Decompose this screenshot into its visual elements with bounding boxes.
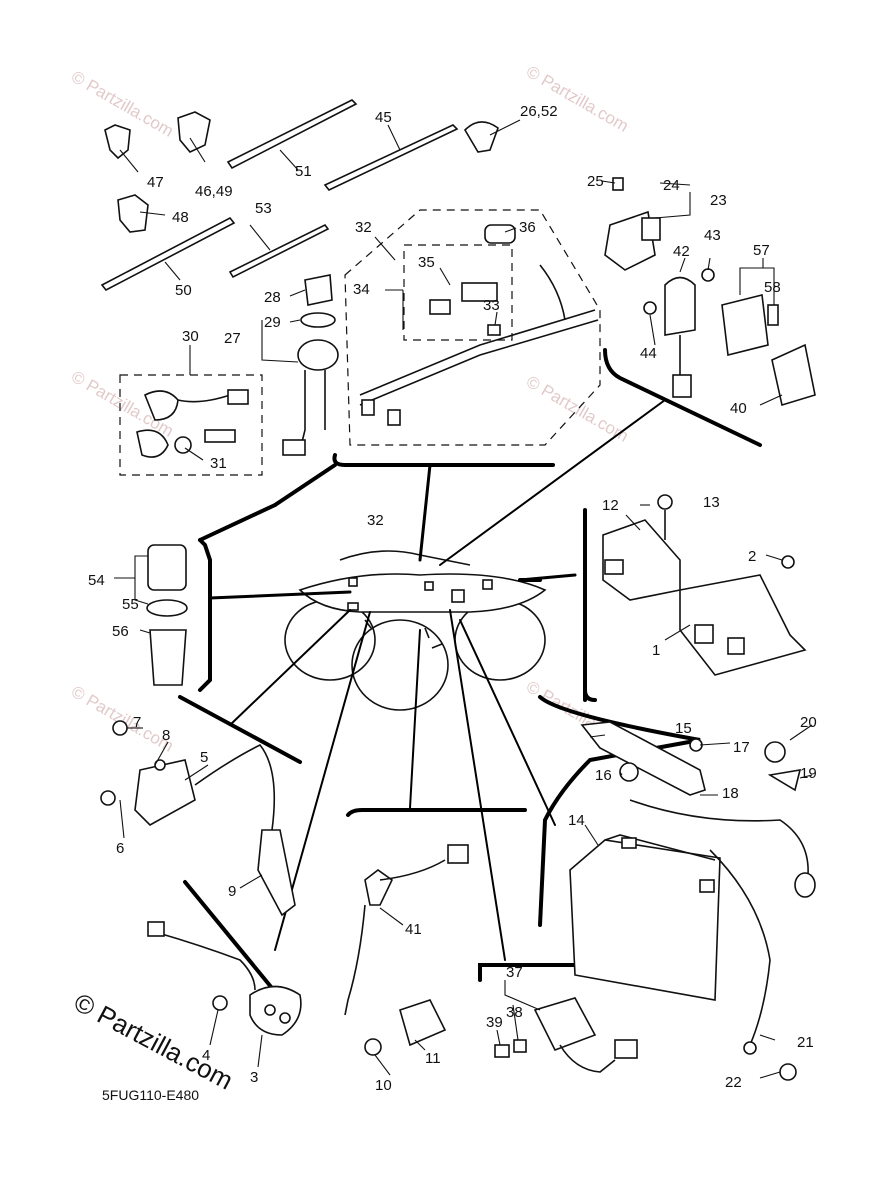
part-label[interactable]: 26,52 xyxy=(520,103,558,120)
part-drawings xyxy=(100,99,816,1081)
part-label[interactable]: 50 xyxy=(175,282,192,299)
part-label[interactable]: 48 xyxy=(172,209,189,226)
part-label[interactable]: 10 xyxy=(375,1077,392,1094)
part-label[interactable]: 17 xyxy=(733,739,750,756)
part-label[interactable]: 35 xyxy=(418,254,435,271)
part-label[interactable]: 42 xyxy=(673,243,690,260)
part-label[interactable]: 20 xyxy=(800,714,817,731)
part-label[interactable]: 13 xyxy=(703,494,720,511)
part-label[interactable]: 56 xyxy=(112,623,129,640)
part-label[interactable]: 30 xyxy=(182,328,199,345)
part-label[interactable]: 33 xyxy=(483,297,500,314)
part-label[interactable]: 23 xyxy=(710,192,727,209)
part-label[interactable]: 8 xyxy=(162,727,170,744)
part-label[interactable]: 27 xyxy=(224,330,241,347)
part-label[interactable]: 38 xyxy=(506,1004,523,1021)
part-label[interactable]: 6 xyxy=(116,840,124,857)
watermark: © Partzilla.com xyxy=(68,682,177,756)
part-label[interactable]: 37 xyxy=(506,964,523,981)
vehicle-outline xyxy=(284,550,547,711)
part-label[interactable]: 34 xyxy=(353,281,370,298)
part-label[interactable]: 31 xyxy=(210,455,227,472)
part-label[interactable]: 24 xyxy=(663,177,680,194)
part-label[interactable]: 19 xyxy=(800,765,817,782)
part-labels: 1 2 3 4 5 6 7 8 9 10 11 12 13 14 15 16 1… xyxy=(88,103,817,1094)
part-label[interactable]: 54 xyxy=(88,572,105,589)
part-label[interactable]: 57 xyxy=(753,242,770,259)
part-label[interactable]: 2 xyxy=(748,548,756,565)
part-label[interactable]: 41 xyxy=(405,921,422,938)
part-label[interactable]: 7 xyxy=(133,714,141,731)
dashed-groups xyxy=(119,209,601,476)
part-label[interactable]: 1 xyxy=(652,642,660,659)
part-label[interactable]: 36 xyxy=(519,219,536,236)
part-label[interactable]: 18 xyxy=(722,785,739,802)
part-label[interactable]: 39 xyxy=(486,1014,503,1031)
part-label[interactable]: 29 xyxy=(264,314,281,331)
part-label[interactable]: 14 xyxy=(568,812,585,829)
part-label[interactable]: 16 xyxy=(595,767,612,784)
part-label[interactable]: 46,49 xyxy=(195,183,233,200)
part-label[interactable]: 32 xyxy=(367,512,384,529)
part-label[interactable]: 15 xyxy=(675,720,692,737)
part-label[interactable]: 32 xyxy=(355,219,372,236)
leader-lines xyxy=(114,119,813,1079)
part-label[interactable]: 5 xyxy=(200,749,208,766)
part-label[interactable]: 28 xyxy=(264,289,281,306)
part-label[interactable]: 40 xyxy=(730,400,747,417)
part-label[interactable]: 9 xyxy=(228,883,236,900)
part-label[interactable]: 25 xyxy=(587,173,604,190)
watermark: © Partzilla.com xyxy=(523,372,632,446)
part-label[interactable]: 44 xyxy=(640,345,657,362)
part-label[interactable]: 11 xyxy=(425,1050,441,1067)
part-label[interactable]: 45 xyxy=(375,109,392,126)
part-label[interactable]: 4 xyxy=(202,1047,210,1064)
diagram-code: 5FUG110-E480 xyxy=(102,1087,199,1103)
part-label[interactable]: 55 xyxy=(122,596,139,613)
part-label[interactable]: 3 xyxy=(250,1069,258,1086)
part-label[interactable]: 22 xyxy=(725,1074,742,1091)
part-label[interactable]: 47 xyxy=(147,174,164,191)
part-label[interactable]: 53 xyxy=(255,200,272,217)
watermark: © Partzilla.com xyxy=(523,62,632,136)
part-label[interactable]: 12 xyxy=(602,497,619,514)
part-label[interactable]: 51 xyxy=(295,163,312,180)
part-label[interactable]: 58 xyxy=(764,279,781,296)
part-label[interactable]: 21 xyxy=(797,1034,814,1051)
part-label[interactable]: 43 xyxy=(704,227,721,244)
